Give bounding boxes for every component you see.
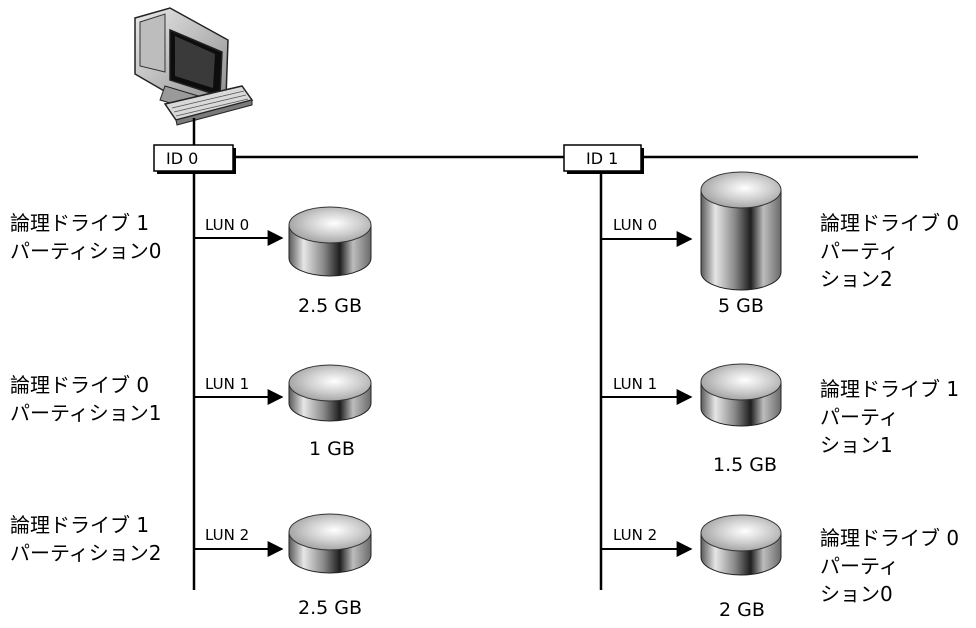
capacity-label: 2 GB	[719, 599, 765, 621]
partition-label: パーティション1	[10, 401, 162, 425]
lun-label: LUN 0	[613, 216, 657, 234]
target-id1-box: ID 1	[563, 144, 644, 174]
capacity-label: 1.5 GB	[713, 454, 777, 476]
drive-label: 論理ドライブ 0	[820, 211, 959, 235]
disk-icon	[288, 206, 372, 277]
capacity-label: 2.5 GB	[298, 295, 362, 317]
partition-label: パーティ	[820, 554, 899, 578]
capacity-label: 1 GB	[309, 438, 355, 460]
lun-label: LUN 0	[205, 216, 249, 234]
lun-entry: 論理ドライブ 1 パーティション0 LUN 0 2.5 GB	[10, 206, 372, 317]
lun-entry: LUN 1 1.5 GB 論理ドライブ 1 パーティ ション1	[601, 363, 959, 476]
lun-label: LUN 2	[613, 526, 657, 544]
lun-entry: LUN 0 5 GB 論理ドライブ 0 パーティ ション2	[601, 171, 959, 317]
lun-entry: 論理ドライブ 1 パーティション2 LUN 2 2.5 GB	[10, 513, 372, 619]
partition-label: パーティ	[820, 405, 899, 429]
partition-label: パーティション0	[10, 239, 162, 263]
drive-label: 論理ドライブ 1	[10, 513, 149, 537]
partition-label: パーティション2	[10, 541, 162, 565]
partition-label: パーティ	[820, 239, 899, 263]
capacity-label: 2.5 GB	[298, 597, 362, 619]
drive-label: 論理ドライブ 1	[820, 377, 959, 401]
target-id0-label: ID 0	[166, 149, 198, 168]
disk-icon	[288, 364, 372, 422]
lun-entry: 論理ドライブ 0 パーティション1 LUN 1 1 GB	[10, 364, 372, 460]
drive-label: 論理ドライブ 1	[10, 211, 149, 235]
disk-icon	[700, 514, 782, 576]
disk-icon	[288, 513, 372, 574]
lun-label: LUN 2	[205, 526, 249, 544]
drive-label: 論理ドライブ 0	[820, 526, 959, 550]
capacity-label: 5 GB	[718, 295, 764, 317]
drive-label: 論理ドライブ 0	[10, 373, 149, 397]
lun-entry: LUN 2 2 GB 論理ドライブ 0 パーティ ション0	[601, 514, 959, 621]
disk-icon	[700, 171, 782, 291]
disk-icon	[700, 363, 782, 427]
partition-label: ション0	[820, 582, 893, 606]
target-id1-label: ID 1	[586, 149, 618, 168]
partition-label: ション1	[820, 433, 893, 457]
host-computer-icon	[134, 7, 254, 126]
lun-label: LUN 1	[613, 375, 657, 393]
lun-label: LUN 1	[205, 375, 249, 393]
partition-label: ション2	[820, 267, 893, 291]
target-id0-box: ID 0	[153, 144, 236, 174]
